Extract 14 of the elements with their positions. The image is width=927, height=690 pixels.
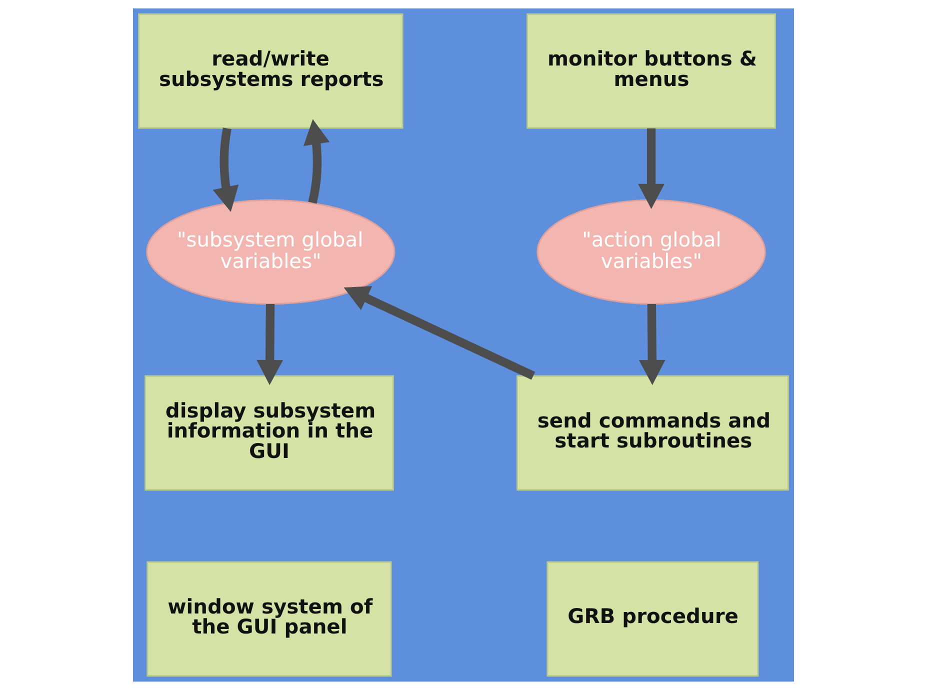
arrow	[304, 119, 330, 204]
arrow	[212, 128, 239, 212]
node-box: send commands and start subroutines	[516, 375, 789, 491]
arrow	[638, 304, 666, 386]
node-ellipse: "action global variables"	[536, 199, 766, 305]
node-box: read/write subsystems reports	[138, 13, 404, 129]
node-box: display subsystem information in the GUI	[144, 375, 394, 491]
node-box: GRB procedure	[546, 561, 759, 677]
arrow	[256, 304, 284, 386]
node-box: window system of the GUI panel	[146, 561, 392, 677]
arrow	[344, 286, 536, 380]
node-box: monitor buttons & menus	[526, 13, 776, 129]
node-ellipse: "subsystem global variables"	[146, 199, 396, 305]
arrow	[638, 128, 664, 210]
